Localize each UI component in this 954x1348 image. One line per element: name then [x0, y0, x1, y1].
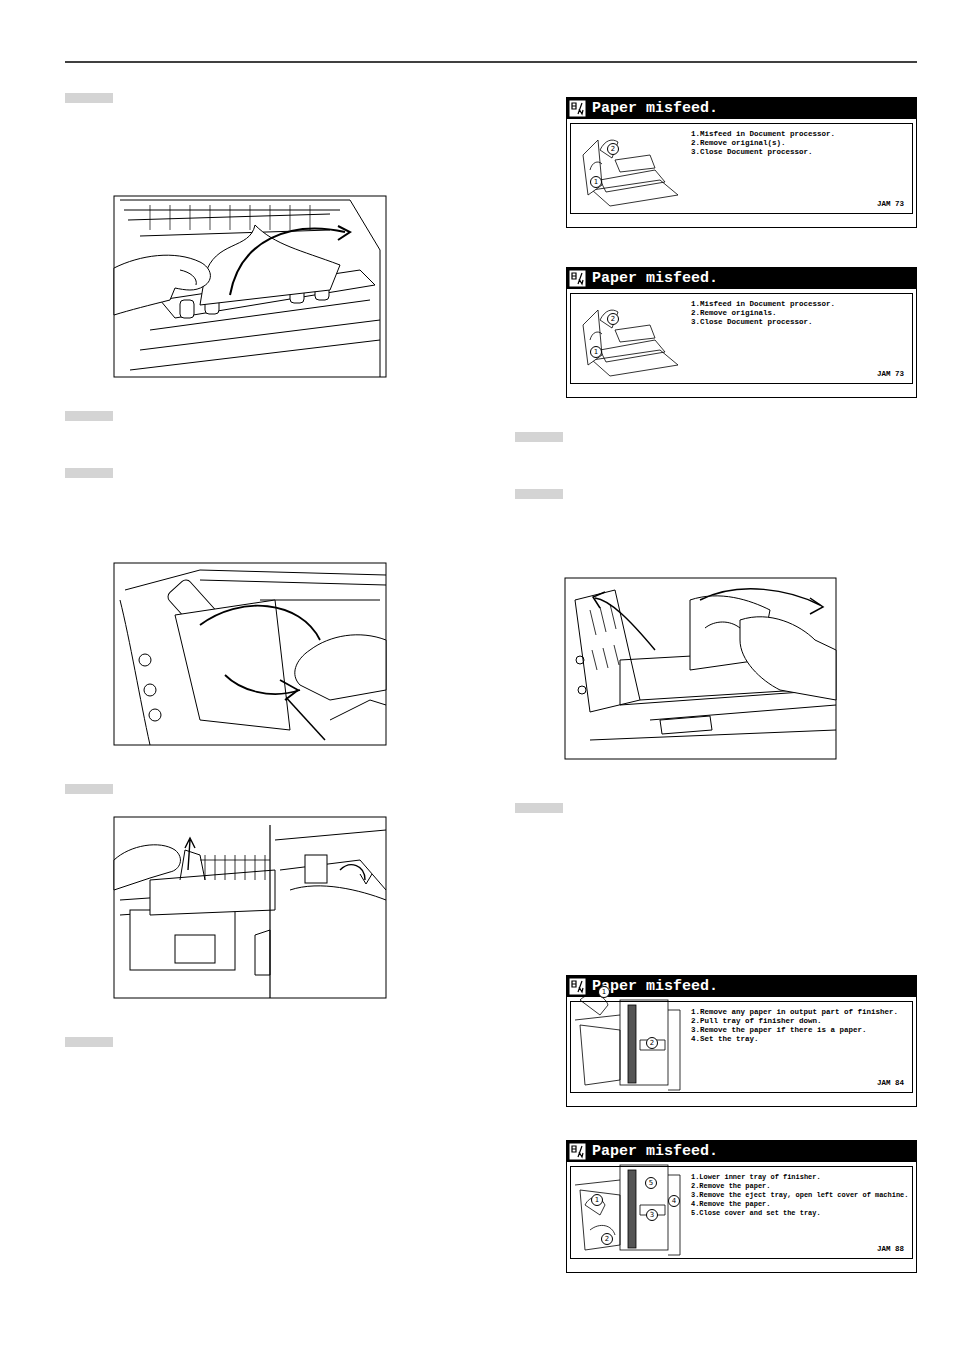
- callout-number: 2: [646, 1037, 658, 1049]
- screen-title: Paper misfeed.: [592, 978, 718, 996]
- instruction-step: 2.Pull tray of finisher down.: [691, 1017, 898, 1026]
- title-bar: Paper misfeed.: [567, 98, 916, 119]
- instruction-step: 1.Remove any paper in output part of fin…: [691, 1008, 898, 1017]
- figure-roller-open: [114, 563, 386, 745]
- instruction-list: 1.Remove any paper in output part of fin…: [691, 1008, 898, 1044]
- callout-number: 2: [607, 143, 619, 155]
- title-bar: Paper misfeed.: [567, 1141, 916, 1162]
- instruction-step: 2.Remove the paper.: [691, 1182, 908, 1191]
- callout-number: 1: [590, 176, 602, 188]
- instruction-step: 3.Remove the eject tray, open left cover…: [691, 1191, 908, 1200]
- jam-code: JAM 84: [877, 1079, 904, 1088]
- jam-code: JAM 73: [877, 200, 904, 209]
- instruction-step: 3.Close Document processor.: [691, 318, 835, 327]
- jam-code: JAM 88: [877, 1245, 904, 1254]
- instruction-step: 1.Lower inner tray of finisher.: [691, 1173, 908, 1182]
- screen-panel: Paper misfeed. 1.Remove any paper in outp…: [566, 975, 917, 1107]
- step-tabs: [65, 93, 563, 1047]
- screen-title: Paper misfeed.: [592, 1143, 718, 1161]
- misfeed-icon: [569, 1143, 586, 1160]
- instruction-step: 3.Close Document processor.: [691, 148, 835, 157]
- instruction-step: 3.Remove the paper if there is a paper.: [691, 1026, 898, 1035]
- title-bar: Paper misfeed.: [567, 976, 916, 997]
- message-area: 1.Lower inner tray of finisher.2.Remove …: [570, 1166, 913, 1259]
- screen-panel: Paper misfeed. 1.Misfeed in Document proc…: [566, 267, 917, 398]
- instruction-list: 1.Misfeed in Document processor.2.Remove…: [691, 130, 835, 157]
- instruction-step: 1.Misfeed in Document processor.: [691, 300, 835, 309]
- callout-number: 1: [598, 986, 610, 998]
- callout-number: 2: [607, 313, 619, 325]
- title-bar: Paper misfeed.: [567, 268, 916, 289]
- message-area: 1.Misfeed in Document processor.2.Remove…: [570, 293, 913, 384]
- figure-remove-paper-cover: [114, 196, 386, 377]
- callout-number: 4: [668, 1195, 680, 1207]
- message-area: 1.Misfeed in Document processor.2.Remove…: [570, 123, 913, 214]
- jam-code: JAM 73: [877, 370, 904, 379]
- callout-number: 2: [601, 1233, 613, 1245]
- instruction-step: 5.Close cover and set the tray.: [691, 1209, 908, 1218]
- misfeed-icon: [569, 270, 586, 287]
- misfeed-icon: [569, 100, 586, 117]
- figure-processor-open: [565, 578, 836, 759]
- screen-panel: Paper misfeed. 1.Lower inner tray of fini…: [566, 1140, 917, 1273]
- message-area: 1.Remove any paper in output part of fin…: [570, 1001, 913, 1093]
- callout-number: 1: [590, 346, 602, 358]
- instruction-step: 2.Remove original(s).: [691, 139, 835, 148]
- instruction-step: 4.Set the tray.: [691, 1035, 898, 1044]
- instruction-step: 4.Remove the paper.: [691, 1200, 908, 1209]
- screen-mini-illustrations: [575, 140, 680, 1255]
- instruction-step: 2.Remove originals.: [691, 309, 835, 318]
- callout-number: 1: [591, 1194, 603, 1206]
- header-rule: [65, 61, 917, 63]
- callout-number: 5: [645, 1177, 657, 1189]
- screen-title: Paper misfeed.: [592, 100, 718, 118]
- instruction-step: 1.Misfeed in Document processor.: [691, 130, 835, 139]
- misfeed-icon: [569, 978, 586, 995]
- callout-number: 3: [646, 1209, 658, 1221]
- screen-title: Paper misfeed.: [592, 270, 718, 288]
- instruction-list: 1.Lower inner tray of finisher.2.Remove …: [691, 1173, 908, 1218]
- figure-lift-paper: [114, 817, 386, 998]
- instruction-list: 1.Misfeed in Document processor.2.Remove…: [691, 300, 835, 327]
- screen-panel: Paper misfeed. 1.Misfeed in Document proc…: [566, 97, 917, 228]
